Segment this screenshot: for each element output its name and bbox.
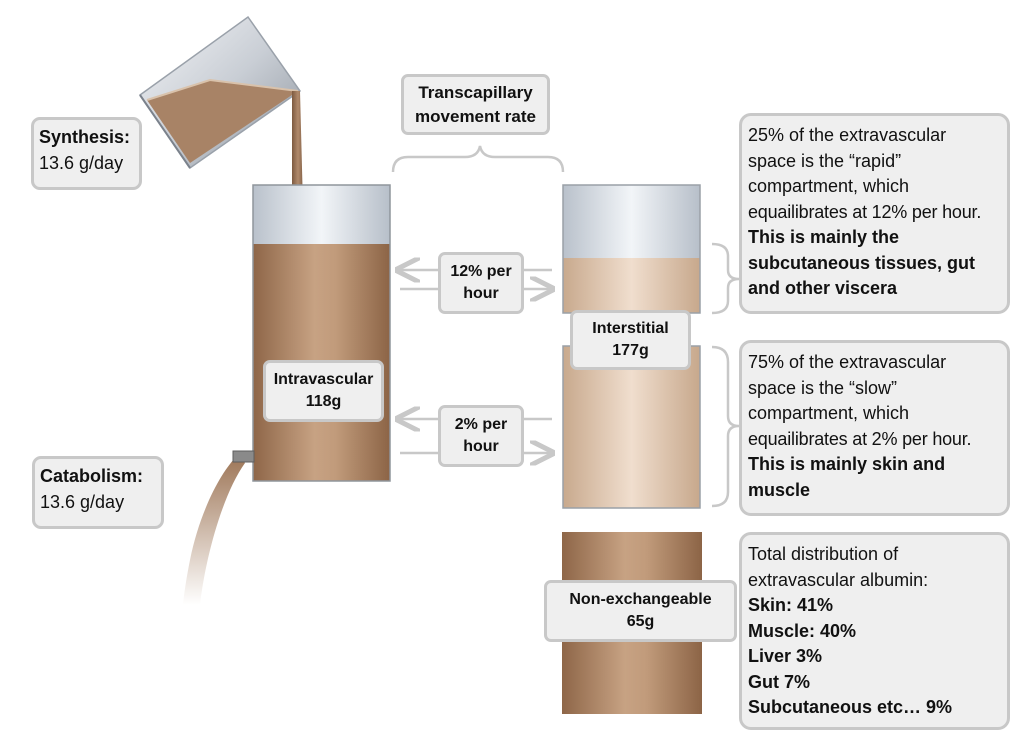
- fast-rate-label: 12% per hour: [438, 252, 524, 314]
- intravascular-amount: 118g: [305, 393, 342, 410]
- slow-note-line: compartment, which: [748, 403, 910, 423]
- intravascular-beaker: [252, 184, 391, 482]
- slow-compartment-note: 75% of the extravascular space is the “s…: [739, 340, 1010, 516]
- drain-tap-icon: [183, 450, 255, 605]
- intravascular-label: Intravascular 118g: [263, 360, 384, 422]
- transcapillary-label: Transcapillary movement rate: [401, 74, 550, 135]
- non-exchangeable-name: Non-exchangeable: [569, 591, 712, 608]
- distribution-bold-line: Gut 7%: [748, 671, 811, 692]
- interstitial-label: Interstitial 177g: [570, 310, 691, 370]
- intravascular-name: Intravascular: [273, 371, 374, 388]
- rapid-note-bold-line: This is mainly the: [748, 227, 900, 247]
- transcapillary-bracket: [391, 145, 565, 173]
- slow-note-line: equailibrates at 2% per hour.: [748, 428, 972, 449]
- slow-note-bold-line: This is mainly skin and: [748, 454, 946, 474]
- catabolism-value: 13.6 g/day: [40, 492, 125, 512]
- interstitial-slow-beaker: [562, 345, 701, 509]
- fast-rate-line2: hour: [463, 285, 499, 302]
- rapid-note-line: space is the “rapid”: [748, 150, 902, 171]
- interstitial-rapid-beaker: [562, 184, 701, 314]
- interstitial-amount: 177g: [612, 342, 649, 359]
- synthesis-box: Synthesis: 13.6 g/day: [31, 117, 142, 190]
- distribution-bold-line: Muscle: 40%: [748, 620, 857, 641]
- distribution-line: Total distribution of: [748, 544, 899, 564]
- slow-rate-line2: hour: [463, 438, 499, 455]
- rapid-note-bold-line: and other viscera: [748, 278, 898, 298]
- slow-note-line: space is the “slow”: [748, 377, 898, 398]
- rapid-note-bold-line: subcutaneous tissues, gut: [748, 252, 976, 273]
- slow-rate-line1: 2% per: [454, 416, 508, 433]
- slow-note-line: 75% of the extravascular: [748, 352, 947, 372]
- non-exchangeable-amount: 65g: [626, 613, 655, 630]
- distribution-bold-line: Subcutaneous etc… 9%: [748, 697, 953, 717]
- distribution-line: extravascular albumin:: [748, 569, 929, 590]
- fast-rate-line1: 12% per: [450, 263, 512, 280]
- distribution-bold-line: Liver 3%: [748, 646, 823, 666]
- distribution-note: Total distribution of extravascular albu…: [739, 532, 1010, 730]
- interstitial-name: Interstitial: [592, 320, 669, 337]
- non-exchangeable-label: Non-exchangeable 65g: [544, 580, 737, 642]
- synthesis-value: 13.6 g/day: [39, 153, 124, 173]
- distribution-bold-line: Skin: 41%: [748, 595, 834, 615]
- pouring-jug-icon: [138, 15, 302, 170]
- rapid-compartment-note: 25% of the extravascular space is the “r…: [739, 113, 1010, 314]
- rapid-brace: [711, 242, 740, 315]
- slow-note-bold-line: muscle: [748, 479, 811, 500]
- transcapillary-line1: Transcapillary: [418, 82, 533, 102]
- rapid-note-line: compartment, which: [748, 176, 910, 196]
- slow-exchange-arrows: [400, 419, 552, 453]
- slow-rate-label: 2% per hour: [438, 405, 524, 467]
- rapid-note-line: equailibrates at 12% per hour.: [748, 201, 982, 222]
- transcapillary-line2: movement rate: [415, 106, 536, 126]
- catabolism-box: Catabolism: 13.6 g/day: [32, 456, 164, 529]
- rapid-note-line: 25% of the extravascular: [748, 125, 947, 145]
- catabolism-title: Catabolism:: [40, 466, 144, 486]
- synthesis-title: Synthesis:: [39, 127, 131, 147]
- slow-brace: [711, 345, 740, 508]
- fast-exchange-arrows: [400, 270, 552, 289]
